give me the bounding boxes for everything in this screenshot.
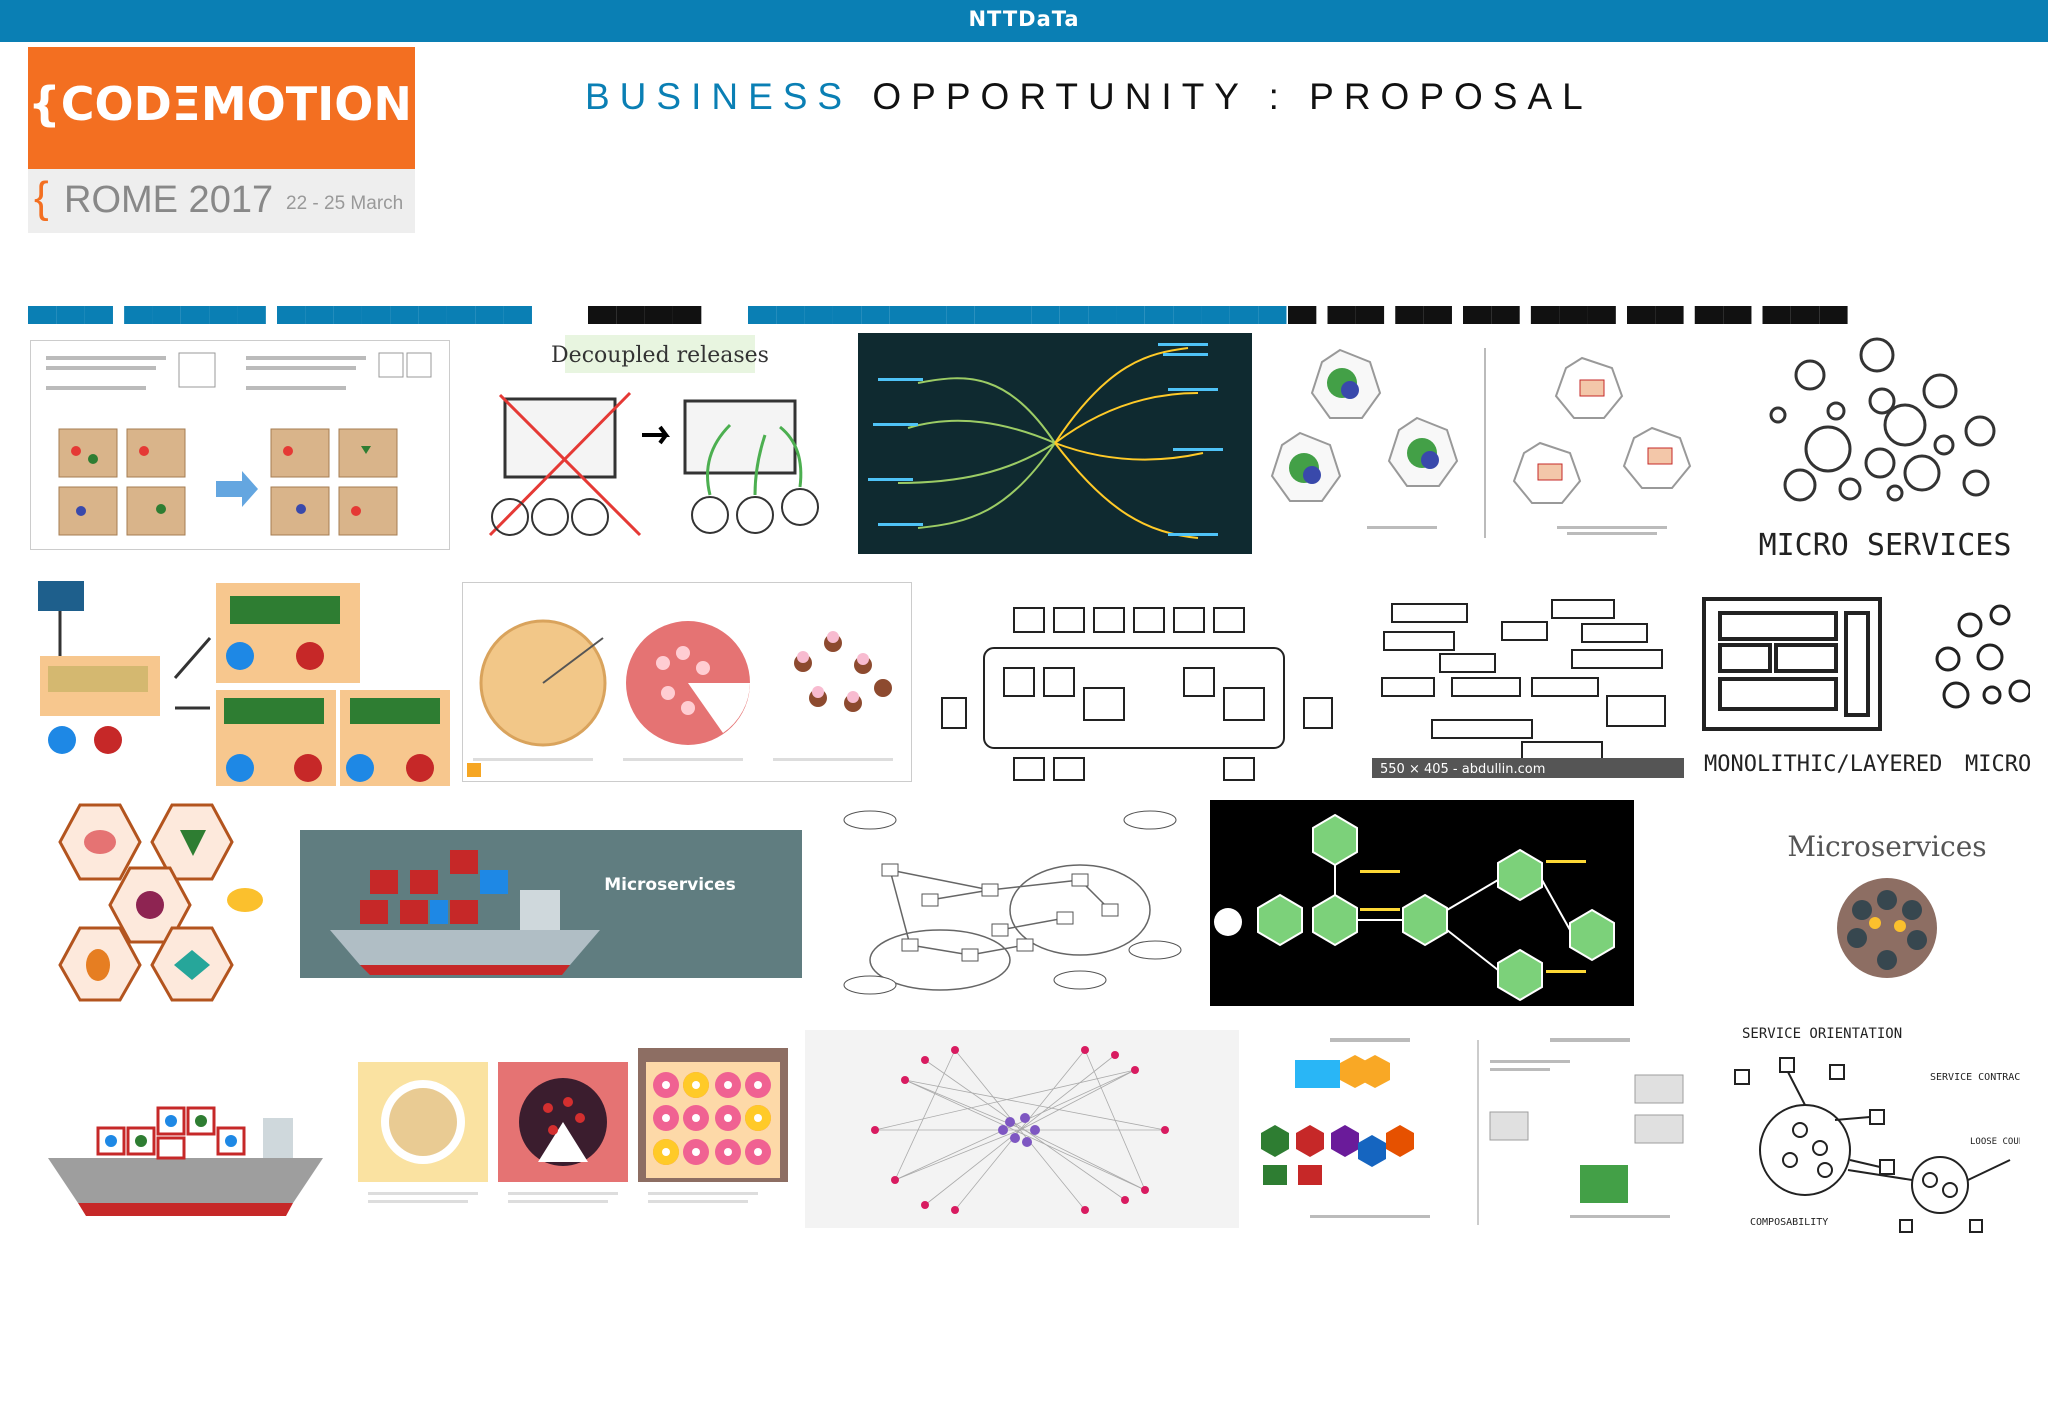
microservices-hand-label: Microservices — [1787, 830, 1986, 863]
top-bar: NTTDaTa — [0, 0, 2048, 42]
image-microservices-hand-drawn: Microservices — [1772, 820, 2002, 990]
image-service-orientation: SERVICE ORIENTATION SERVICE CONTRACTS CO… — [1730, 1020, 2020, 1235]
image-microservice-vs-traditional — [1250, 1030, 1710, 1232]
image-pizza-analogy — [462, 582, 912, 782]
image-mind-map-dark — [858, 333, 1252, 554]
ntt-data-logo: NTTDaTa — [968, 7, 1080, 31]
image-decoupled-releases: Decoupled releases — [470, 335, 840, 553]
logo-banner: {CODΞMOTION} — [28, 47, 445, 169]
decoupled-releases-label: Decoupled releases — [551, 343, 769, 368]
image-monolithic-vs-micro: MONOLITHIC/LAYERED MICRO — [1700, 595, 2030, 780]
image-monolith-to-services — [30, 340, 450, 550]
image-green-hexagon-flow — [1210, 800, 1634, 1006]
image-dense-network-graph — [805, 1030, 1239, 1228]
image-hexagon-services — [1262, 338, 1462, 538]
image-container-ship-flat — [38, 1068, 328, 1223]
slide-title: BUSINESS OPPORTUNITY : PROPOSAL — [585, 76, 1593, 118]
image-micro-services-bubbles: MICRO SERVICES — [1740, 333, 2010, 568]
image-sketch-architecture — [924, 578, 1352, 784]
image-whiteboard-services: 550 × 405 - abdullin.com — [1372, 592, 1684, 780]
image-dev-teams-graph — [820, 800, 1188, 1006]
logo-dates: 22 - 25 March — [286, 193, 404, 214]
cut-off-text-line: ▀▀▀ ▀▀▀▀▀ ▀▀▀▀▀▀▀▀▀ ▀▀▀▀ ▀▀▀▀▀▀▀▀▀▀▀▀▀▀▀… — [28, 306, 2008, 324]
monolithic-layered-label: MONOLITHIC/LAYERED — [1704, 752, 1942, 777]
image-service-capabilities — [1482, 338, 1692, 538]
loose-coupling-label: LOOSE COUPLING — [1970, 1137, 2020, 1147]
image-load-balancer-diagram — [30, 578, 450, 788]
composability-label: COMPOSABILITY — [1750, 1217, 1828, 1228]
watermark-label: 550 × 405 - abdullin.com — [1380, 762, 1545, 777]
logo-brace: { — [34, 173, 49, 222]
image-microservices-container-ship: Microservices — [300, 830, 802, 978]
logo-subbanner: { ROME 2017 22 - 25 March — [28, 169, 415, 233]
codemotion-logo: {CODΞMOTION} { ROME 2017 22 - 25 March — [28, 47, 445, 233]
slide-title-proposal: OPPORTUNITY : PROPOSAL — [872, 76, 1593, 117]
micro-services-label: MICRO SERVICES — [1759, 528, 2010, 563]
image-pie-cake-donuts — [358, 1040, 790, 1230]
image-hexagon-cells — [30, 800, 274, 1002]
logo-city: ROME 2017 — [64, 179, 274, 221]
micro-cut-label: MICRO — [1965, 752, 2030, 777]
service-orientation-label: SERVICE ORIENTATION — [1742, 1026, 1902, 1042]
slide-title-business: BUSINESS — [585, 76, 853, 117]
microservices-ship-label: Microservices — [604, 875, 736, 895]
logo-name: {CODΞMOTION} — [28, 77, 445, 131]
service-contracts-label: SERVICE CONTRACTS — [1930, 1072, 2020, 1083]
